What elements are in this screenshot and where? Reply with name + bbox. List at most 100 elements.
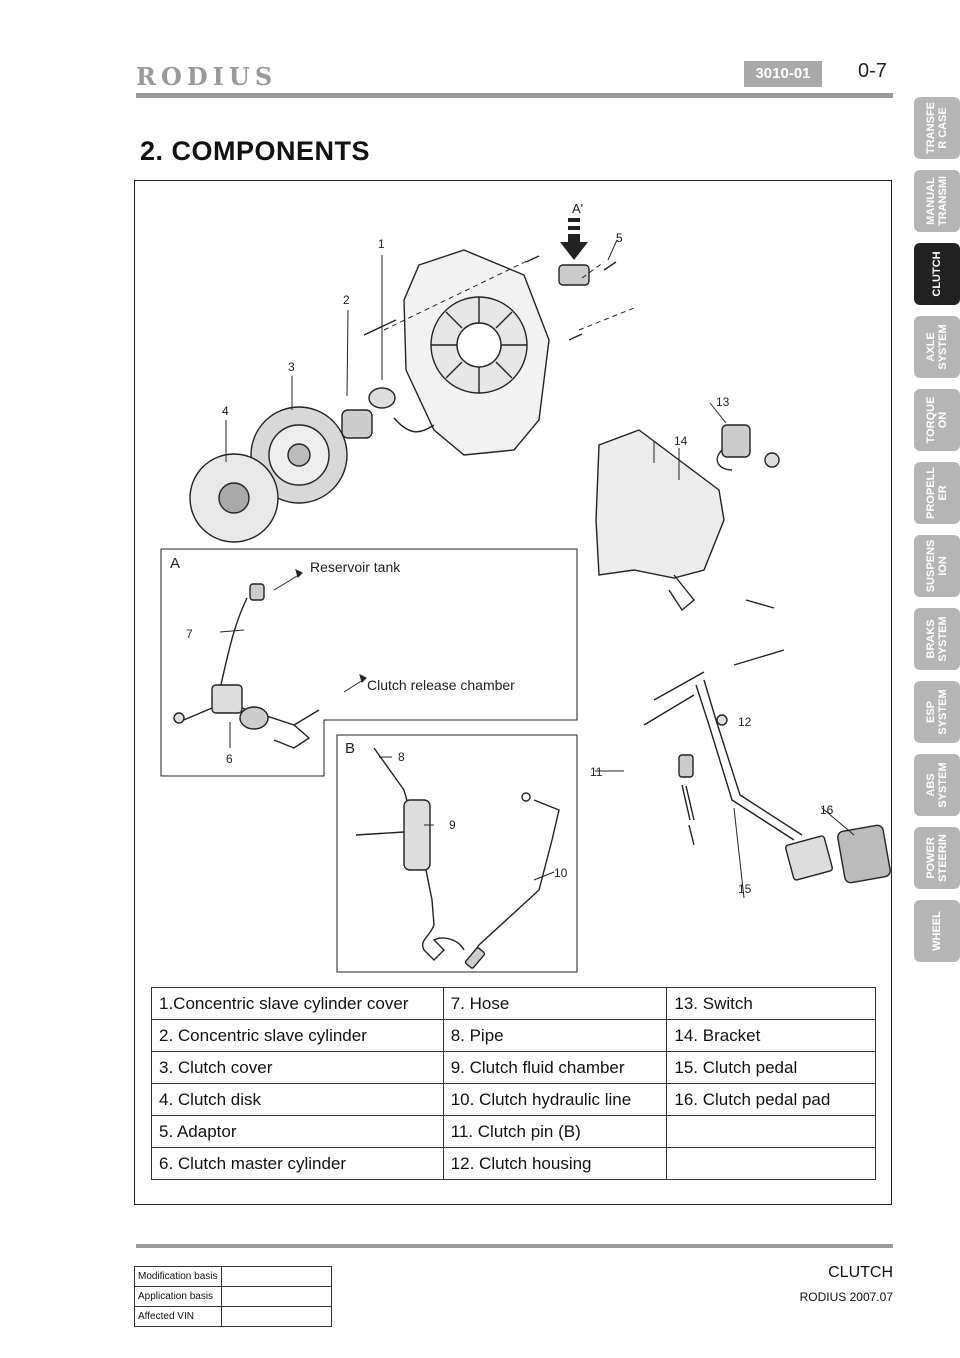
view-arrow-a-prime [560,218,588,260]
callout-8: 8 [398,750,405,764]
modification-value [221,1266,332,1287]
clutch-pedal-drawing [695,679,803,841]
switch-drawing [721,424,751,458]
component-cell: 14. Bracket [666,1019,876,1052]
component-cell: 13. Switch [666,987,876,1020]
callout-1: 1 [378,237,385,251]
callout-10: 10 [554,866,568,880]
callout-2: 2 [343,293,350,307]
pedal-pad-drawing [837,824,891,884]
callout-12: 12 [738,715,752,729]
tab-label: CLUTCH [931,251,943,297]
component-cell: 2. Concentric slave cylinder [151,1019,444,1052]
callout-9: 9 [449,818,456,832]
callout-6: 6 [226,752,233,766]
page-number: 0-7 [858,60,887,82]
brand-logo: RODIUS [136,62,278,91]
reservoir-tank-label: Reservoir tank [310,559,401,575]
component-cell: 4. Clutch disk [151,1083,444,1116]
tab-label: TORQUE ON [925,396,949,444]
component-cell [666,1147,876,1180]
adaptor-drawing [558,264,590,286]
clutch-components-diagram: A' 1 2 3 4 5 6 7 8 9 10 11 12 13 14 15 1… [160,201,891,973]
slave-cylinder-cover-drawing [368,387,396,409]
callout-13: 13 [716,395,730,409]
callout-3: 3 [288,360,295,374]
modification-row: Affected VIN [134,1306,332,1327]
fluid-chamber-drawing [403,799,431,871]
inset-b-label: B [345,740,355,757]
callout-4: 4 [222,404,229,418]
tab-label: MANUAL TRANSMI [925,175,949,227]
tab-axlesystem[interactable]: AXLE SYSTEM [914,316,960,378]
tab-label: AXLE SYSTEM [925,324,949,370]
callout-5: 5 [616,231,623,245]
component-cell: 16. Clutch pedal pad [666,1083,876,1116]
modification-label: Modification basis [134,1266,222,1287]
hydraulic-line-drawing [473,799,560,953]
components-frame [134,180,892,1205]
inset-a-label: A [170,555,180,572]
tab-suspension[interactable]: SUSPENS ION [914,535,960,597]
tab-label: ESP SYSTEM [925,689,949,735]
footer-model: RODIUS 2007.07 [799,1290,893,1304]
slave-cylinder-drawing [341,409,373,439]
component-cell [666,1115,876,1148]
footer-rule [136,1244,893,1248]
footer-section: CLUTCH [828,1264,893,1281]
component-cell: 1.Concentric slave cylinder cover [151,987,444,1020]
bracket-drawing [595,429,725,579]
tab-label: BRAKS SYSTEM [925,616,949,662]
component-cell: 3. Clutch cover [151,1051,444,1084]
tab-powersteerin[interactable]: POWER STEERIN [914,827,960,889]
component-cell: 15. Clutch pedal [666,1051,876,1084]
component-cell: 12. Clutch housing [442,1147,668,1180]
modification-value [221,1306,332,1327]
tab-label: TRANSFE R CASE [925,102,949,154]
modification-label: Application basis [134,1286,222,1307]
tab-label: ABS SYSTEM [925,762,949,808]
component-cell: 5. Adaptor [151,1115,444,1148]
component-cell: 7. Hose [442,987,668,1020]
tab-manualtransmi[interactable]: MANUAL TRANSMI [914,170,960,232]
master-cylinder-drawing [211,684,243,714]
tab-brakssystem[interactable]: BRAKS SYSTEM [914,608,960,670]
component-cell: 9. Clutch fluid chamber [442,1051,668,1084]
view-marker: A' [572,201,583,216]
callout-14: 14 [674,434,688,448]
tab-transfer-case[interactable]: TRANSFE R CASE [914,97,960,159]
modification-row: Application basis [134,1286,332,1307]
tab-abssystem[interactable]: ABS SYSTEM [914,754,960,816]
modification-value [221,1286,332,1307]
component-cell: 6. Clutch master cylinder [151,1147,444,1180]
callout-7: 7 [186,627,193,641]
tab-wheel[interactable]: WHEEL [914,900,960,962]
callout-16: 16 [820,803,834,817]
tab-clutch[interactable]: CLUTCH [914,243,960,305]
component-cell: 8. Pipe [442,1019,668,1052]
modification-label: Affected VIN [134,1306,222,1327]
tab-torqueon[interactable]: TORQUE ON [914,389,960,451]
section-code-badge: 3010-01 [744,61,822,87]
tab-label: SUSPENS ION [925,539,949,593]
page-title: 2. COMPONENTS [140,136,371,166]
inset-b [336,734,578,973]
component-cell: 11. Clutch pin (B) [442,1115,668,1148]
callout-15: 15 [738,882,752,896]
component-cell: 10. Clutch hydraulic line [442,1083,668,1116]
header-rule [136,93,893,98]
inset-a [160,548,578,777]
clutch-release-chamber-label: Clutch release chamber [367,677,515,693]
tab-propeller[interactable]: PROPELL ER [914,462,960,524]
tab-espsystem[interactable]: ESP SYSTEM [914,681,960,743]
tab-label: WHEEL [931,911,943,951]
tab-label: POWER STEERIN [925,834,949,882]
